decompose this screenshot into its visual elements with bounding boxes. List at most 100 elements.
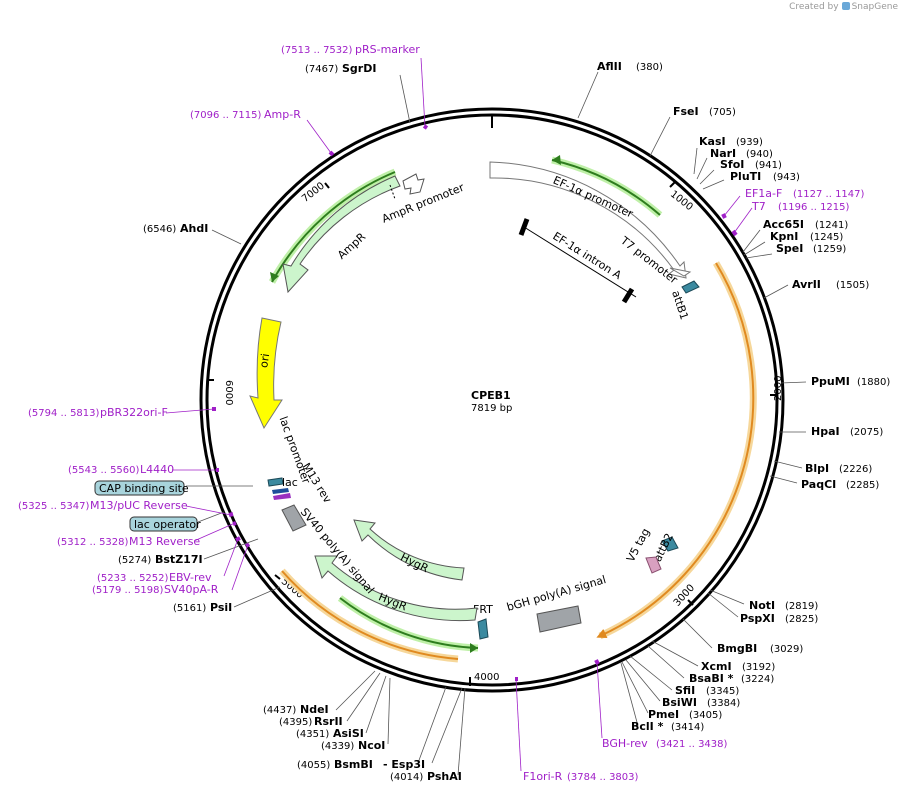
enzyme-ndei-pos: (4437) [263,705,296,716]
enzyme-kpni-pos: (1245) [810,232,843,243]
enzyme-pspxi-pos: (2825) [785,614,818,625]
brand-name: SnapGene [851,2,898,12]
primer-cluster-marker[interactable] [273,493,291,500]
cap-binding-site-label: CAP binding site [99,482,189,495]
enzyme-psii: PsiI [210,601,232,614]
frt-label: FRT [473,603,493,616]
enzyme-hpai: HpaI [811,425,840,438]
backbone-outer [199,107,785,693]
ef1a-intron-cap-right [621,287,635,304]
enzyme-sfoi: SfoI [720,158,744,171]
enzyme-paqci-pos: (2285) [846,480,879,491]
enzyme-xcmi-pos: (3192) [742,662,775,673]
orange-orf-right[interactable] [596,262,755,639]
bgh-polya-label: bGH poly(A) signal [505,573,607,614]
attb2-marker[interactable] [661,536,679,552]
hygr-arrow-outer[interactable] [314,555,478,622]
enzyme-bcli: BclI * [631,720,664,733]
enzyme-bsabi: BsaBI * [689,672,734,685]
lac-operator-marker[interactable] [272,488,289,494]
enzyme-ncoi-pos: (4339) [321,741,354,752]
ef1a-promoter-arrow[interactable] [489,161,687,279]
primer-sv40pa-r-range: (5179 .. 5198) [92,585,164,596]
enzyme-bsiwi-pos: (3384) [707,698,740,709]
enzyme-sfii: SfiI [675,684,695,697]
cap-binding-site-box[interactable]: CAP binding site [94,480,189,496]
ef1a-promoter-label: EF-1α promoter [551,174,635,221]
attb1-marker[interactable] [681,280,700,294]
lac-operator-label: lac operator [134,518,201,531]
enzyme-asisi-pos: (4351) [296,729,329,740]
enzyme-blpi: BlpI [805,462,829,475]
primer-bgh-rev-range: (3421 .. 3438) [656,739,728,750]
v5-tag-marker[interactable] [645,556,662,574]
m13-rev-marker[interactable] [267,477,284,487]
frt-marker[interactable] [477,618,489,640]
green-orf-hygr-arrow-icon [470,643,478,653]
enzyme-asisi: AsiSI [333,727,364,740]
enzyme-ncoi: NcoI [358,739,385,752]
ef1a-intron-label: EF-1α intron A [550,230,624,283]
tick-6000: 6000 [223,380,234,405]
orange-orf-right-halo [598,261,757,640]
ampr-internal-divider [389,184,396,200]
primer-m13-puc-reverse: M13/pUC Reverse [90,499,188,512]
bgh-polya-box[interactable] [536,605,582,633]
enzyme-bsiwi: BsiWI [662,696,697,709]
enzyme-sfoi-pos: (941) [755,160,782,171]
green-orf-ampr[interactable] [271,171,396,283]
primer-f1ori-r-range: (3784 .. 3803) [567,772,639,783]
backbone-inner [205,113,779,687]
enzyme-nari-pos: (940) [746,149,773,160]
ampr-promoter-arrow[interactable] [402,173,425,195]
primer-ebv-rev: EBV-rev [169,571,212,584]
primer-amp-r-range: (7096 .. 7115) [190,110,262,121]
enzyme-sgrdi: SgrDI [342,62,376,75]
ef1a-intron-line [523,226,637,298]
ampr-arrow[interactable] [282,175,401,294]
primer-sv40pa-r: SV40pA-R [164,583,219,596]
enzyme-hpai-pos: (2075) [850,427,883,438]
enzyme-pmei-pos: (3405) [689,710,722,721]
enzyme-aflii: AflII [597,60,622,73]
primer-bgh-rev: BGH-rev [602,737,648,750]
enzyme-noti: NotI [749,599,775,612]
primer-labels: (7513 .. 7532) pRS-marker (7096 .. 7115)… [18,43,865,783]
orange-orf-bottom[interactable] [281,570,459,660]
primer-ebv-rev-range: (5233 .. 5252) [97,573,169,584]
lac-operator-box[interactable]: lac operator [129,516,201,532]
tick-2000: 2000 [773,376,784,401]
enzyme-fsei-pos: (705) [709,107,736,118]
enzyme-acc65i: Acc65I [763,218,804,231]
enzyme-bsabi-pos: (3224) [741,674,774,685]
lac-mini-label: lac [282,476,298,489]
ori-arrow[interactable] [249,317,283,430]
green-orf-ampr-arrow-icon [270,272,279,282]
enzyme-bcli-pos: (3414) [671,722,704,733]
enzyme-bsmbi: BsmBI [334,758,373,771]
primer-f1ori-r: F1ori-R [523,770,563,783]
plasmid-length: 7819 bp [471,403,512,414]
enzyme-noti-pos: (2819) [785,601,818,612]
ef1a-intron-cap-left [518,218,530,236]
enzyme-xcmi: XcmI [701,660,732,673]
enzyme-pspxi: PspXI [740,612,775,625]
enzyme-paqci: PaqCI [801,478,836,491]
enzyme-bmgbi: BmgBI [717,642,757,655]
enzyme-pshai: PshAI [427,770,462,783]
enzyme-rsrii: RsrII [314,715,343,728]
enzyme-sfii-pos: (3345) [706,686,739,697]
ori-label: ori [257,353,272,369]
enzyme-ppumi-pos: (1880) [857,377,890,388]
primer-l4440-range: (5543 .. 5560) [68,465,140,476]
sv40-polya-box[interactable] [281,504,307,532]
primer-m13-puc-reverse-range: (5325 .. 5347) [18,501,90,512]
enzyme-aflii-pos: (380) [636,62,663,73]
hygr-arrow-inner[interactable] [353,519,465,581]
plasmid-name: CPEB1 [471,389,511,402]
t7-promoter-arrow[interactable] [669,267,692,277]
green-orf-hygr[interactable] [339,597,479,649]
enzyme-avrii-pos: (1505) [836,280,869,291]
green-orf-top[interactable] [551,159,661,216]
